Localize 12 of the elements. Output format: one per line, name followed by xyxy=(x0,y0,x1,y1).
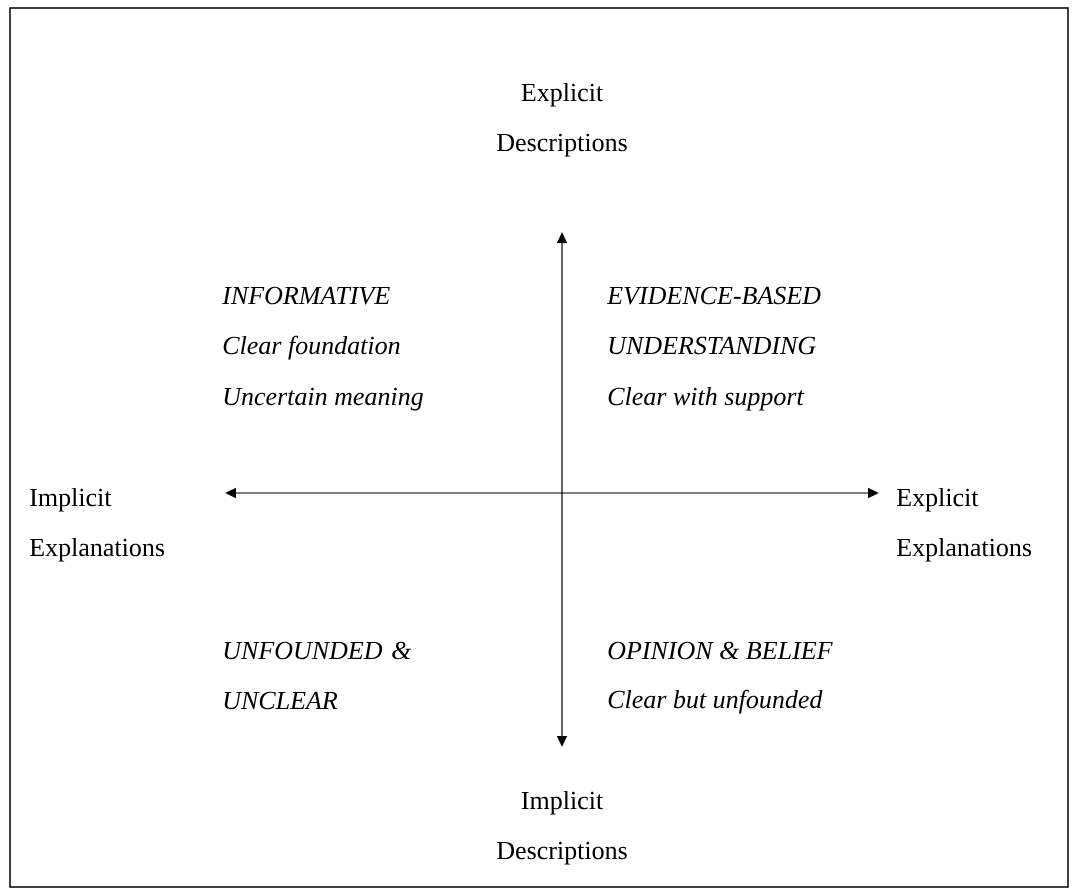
quadrant-text: Uncertain meaning xyxy=(224,387,423,411)
quadrant-heading: INFORMATIVE xyxy=(222,286,390,305)
axis-label: Explicit Descriptions xyxy=(497,82,627,157)
axis-label: Implicit Explanations xyxy=(29,487,165,562)
quadrant-text: Clear but unfounded xyxy=(608,689,823,714)
quadrant-text: Clear with support xyxy=(608,386,805,411)
quadrant-heading: EVIDENCE-BASED UNDERSTANDING xyxy=(606,286,821,355)
quadrant-text: Clear foundation xyxy=(223,335,400,360)
quadrant-heading: OPINION & BELIEF xyxy=(608,641,833,660)
quadrant-heading: UNFOUNDED & UNCLEAR xyxy=(224,641,412,710)
axis-label: Implicit Descriptions xyxy=(497,790,627,865)
axis-label: Explicit Explanations xyxy=(896,487,1032,562)
